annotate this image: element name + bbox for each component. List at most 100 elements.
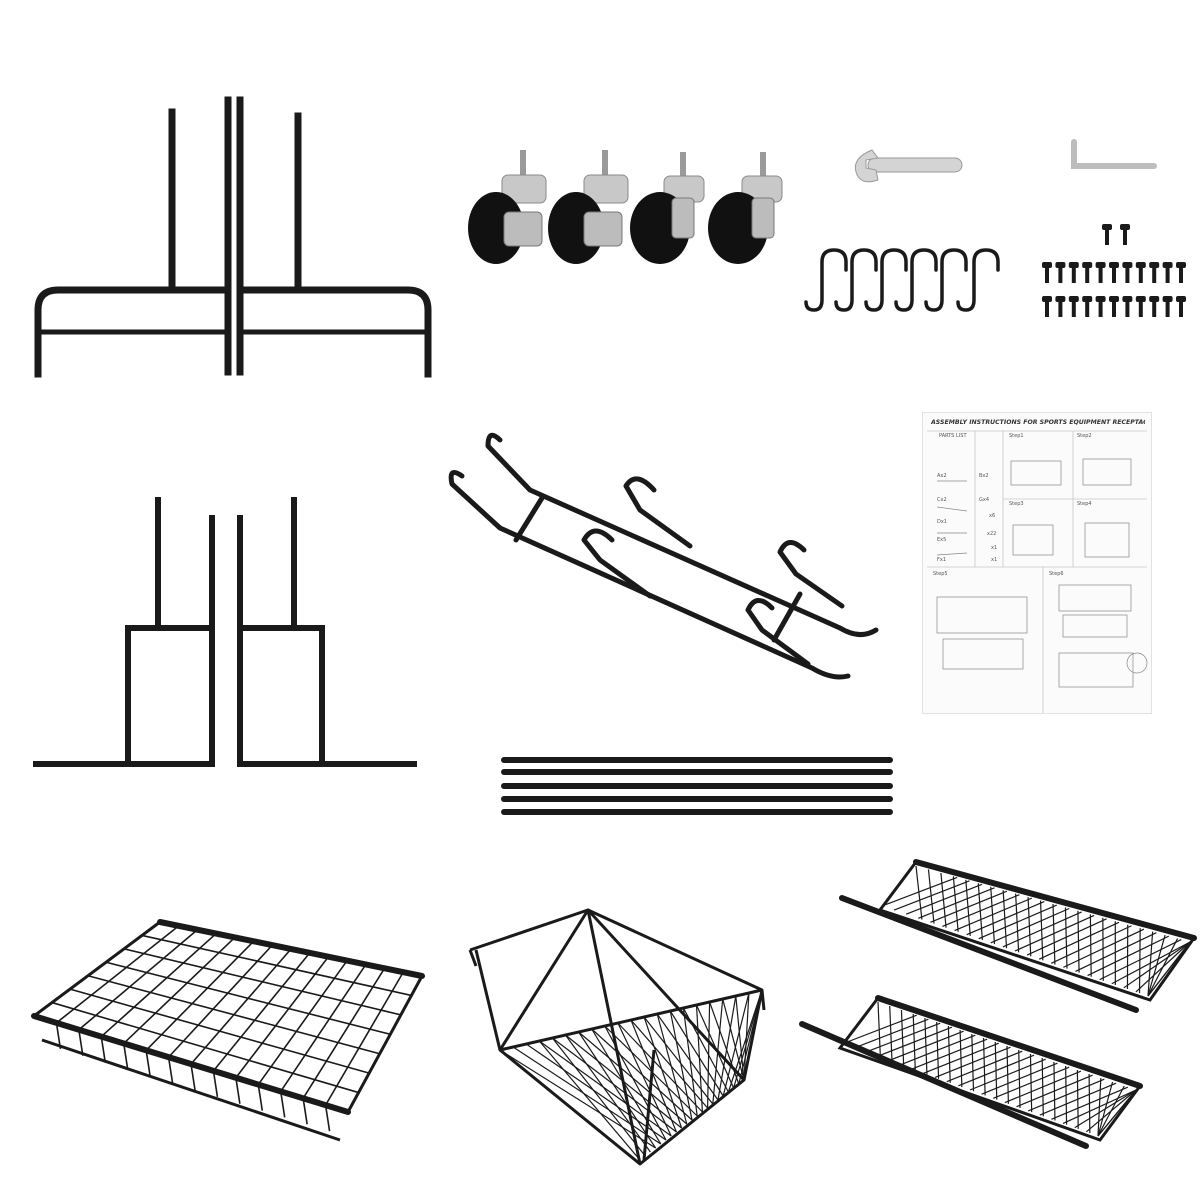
mesh-strand — [853, 1018, 929, 1049]
mesh-strand — [630, 1019, 677, 1133]
caster-wheel-icon — [468, 150, 547, 264]
mesh-strand — [1074, 1089, 1137, 1129]
mesh-strand — [1038, 921, 1120, 960]
mesh-strand — [1014, 914, 1095, 952]
screw-icon — [1122, 296, 1133, 317]
mesh-strand — [538, 1040, 672, 1137]
mesh-strand — [738, 989, 763, 1085]
wire-strand — [302, 1098, 308, 1125]
parts-list-item: Ax2 — [937, 473, 947, 479]
screw-icon — [1095, 296, 1106, 317]
wire-strand — [190, 948, 292, 1065]
caster-wheel-icon — [708, 152, 783, 264]
mesh-strand — [617, 1022, 672, 1137]
mesh-strand — [1062, 1089, 1137, 1124]
manual-diagrams — [927, 430, 1148, 713]
screw-icon — [1082, 296, 1093, 317]
mesh-strand — [499, 1049, 656, 1149]
caster-wheel-icon — [548, 150, 629, 264]
wire-strand — [257, 1084, 264, 1111]
mesh-strand — [578, 1031, 688, 1125]
s-hooks — [804, 248, 1000, 312]
mesh-strand — [617, 1022, 703, 1113]
mesh-strand — [1097, 1089, 1137, 1137]
screw-icon — [1055, 262, 1066, 283]
mesh-strand — [1075, 932, 1157, 972]
wire-strand — [279, 1091, 286, 1118]
parts-list-item: Fx1 — [937, 557, 947, 563]
mesh-strand — [722, 992, 750, 1097]
mesh-strand — [682, 1007, 698, 1117]
wire-strand — [141, 934, 412, 997]
screw-icon — [1042, 262, 1052, 283]
mesh-strand — [591, 1028, 662, 1145]
mesh-strand — [709, 1001, 740, 1085]
wire-basket-hanging — [468, 908, 766, 1166]
mesh-strand — [905, 883, 983, 915]
manual-title: ASSEMBLY INSTRUCTIONS FOR SPORTS EQUIPME… — [931, 419, 1145, 426]
screw-icon — [1176, 262, 1186, 283]
screw-icon — [1082, 262, 1093, 283]
mesh-strand — [717, 995, 737, 1101]
mesh-strand — [993, 1066, 1070, 1099]
screw-icon — [1135, 262, 1146, 283]
mesh-strand — [1026, 918, 1107, 956]
screw-icon — [1162, 262, 1173, 283]
mesh-strand — [1039, 1082, 1117, 1116]
ball-holder-hook-rack — [448, 432, 879, 680]
caster-wheels — [468, 150, 783, 264]
mesh-strand — [893, 880, 970, 911]
mesh-strand — [1064, 907, 1068, 969]
mesh-strand — [695, 1004, 735, 1089]
s-hook-icon — [894, 248, 938, 312]
mesh-strand — [954, 897, 1033, 932]
screw-icon — [1122, 262, 1133, 283]
mesh-strand — [915, 865, 923, 920]
mesh-strand — [966, 901, 1045, 936]
wire-strand — [212, 1070, 219, 1097]
mesh-strand — [1089, 914, 1092, 977]
mesh-strand — [1135, 941, 1191, 993]
side-frame-pair-b — [33, 497, 417, 767]
mesh-strand — [682, 1007, 729, 1093]
mesh-strand — [978, 904, 1057, 940]
mesh-strand — [733, 989, 763, 1089]
mesh-strand — [1039, 900, 1044, 961]
step-label: Step4 — [1077, 501, 1092, 507]
wrench-icon — [854, 149, 963, 183]
screw-icon — [1042, 296, 1052, 317]
mesh-strand — [981, 1062, 1058, 1095]
mesh-strand — [1015, 893, 1020, 953]
step-label: Step2 — [1077, 433, 1092, 439]
mesh-strand — [911, 1038, 988, 1070]
mesh-strand — [1002, 911, 1082, 948]
mesh-strand — [990, 886, 996, 945]
mesh-strand — [525, 1043, 667, 1141]
mesh-strand — [1099, 939, 1182, 981]
mesh-strand — [876, 1026, 953, 1058]
mesh-strand — [1111, 941, 1191, 985]
mesh-strand — [669, 1010, 693, 1121]
mesh-strand — [727, 989, 763, 1093]
wire-strand — [235, 956, 330, 1079]
wire-strand — [55, 1022, 62, 1049]
mesh-strand — [990, 907, 1070, 944]
mesh-strand — [940, 872, 947, 928]
mesh-strand — [656, 1013, 688, 1125]
step-label: Step1 — [1009, 433, 1024, 439]
wire-strand — [190, 1063, 196, 1091]
mesh-strand — [565, 1034, 651, 1153]
mesh-strand — [977, 883, 983, 940]
connecting-rods — [501, 757, 893, 815]
mesh-strand — [512, 1046, 662, 1145]
mesh-strand — [643, 1016, 683, 1129]
screw-icon — [1109, 262, 1119, 283]
mesh-strand — [1123, 941, 1191, 989]
parts-list-item: Dx1 — [937, 519, 947, 525]
mesh-strand — [1002, 890, 1008, 949]
screw-icon — [1055, 296, 1066, 317]
screw-icon — [1135, 296, 1146, 317]
mesh-strand — [630, 1019, 709, 1109]
screw-icon — [1109, 296, 1119, 317]
parts-list-item: Ex5 — [937, 537, 947, 543]
